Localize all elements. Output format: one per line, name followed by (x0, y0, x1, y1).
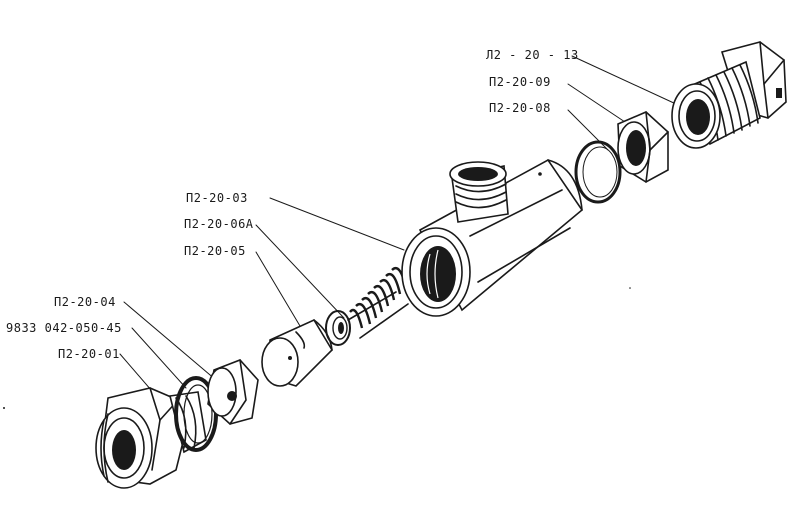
leader-seal-ring (131, 327, 187, 389)
part-washer (207, 359, 259, 425)
part-small-ring (325, 310, 351, 346)
label-part-13: Л2 - 20 - 13 (486, 48, 579, 62)
scan-specks (3, 287, 631, 409)
label-part-05: П2-20-05 (184, 244, 246, 258)
leader-part-05 (255, 251, 301, 327)
label-part-09: П2-20-09 (489, 75, 551, 89)
part-threaded-union (671, 41, 787, 149)
leader-part-03 (269, 197, 405, 251)
label-part-04: П2-20-04 (54, 295, 116, 309)
part-spring (347, 266, 409, 339)
label-part-08: П2-20-08 (489, 101, 551, 115)
leader-part-06a (255, 224, 345, 319)
part-main-body (401, 158, 584, 317)
label-seal-ring: 9833 042-050-45 (6, 321, 122, 335)
leader-part-13 (571, 55, 677, 105)
leader-part-09 (567, 83, 629, 125)
leader-lines (119, 55, 677, 399)
part-o-ring-right (574, 140, 622, 204)
part-cap (261, 318, 334, 387)
label-part-06a: П2-20-06А (184, 217, 254, 231)
label-part-01: П2-20-01 (58, 347, 120, 361)
part-end-fitting-left (95, 387, 207, 489)
label-part-03: П2-20-03 (186, 191, 248, 205)
part-hex-nut (617, 111, 669, 183)
leader-part-04 (123, 301, 217, 381)
